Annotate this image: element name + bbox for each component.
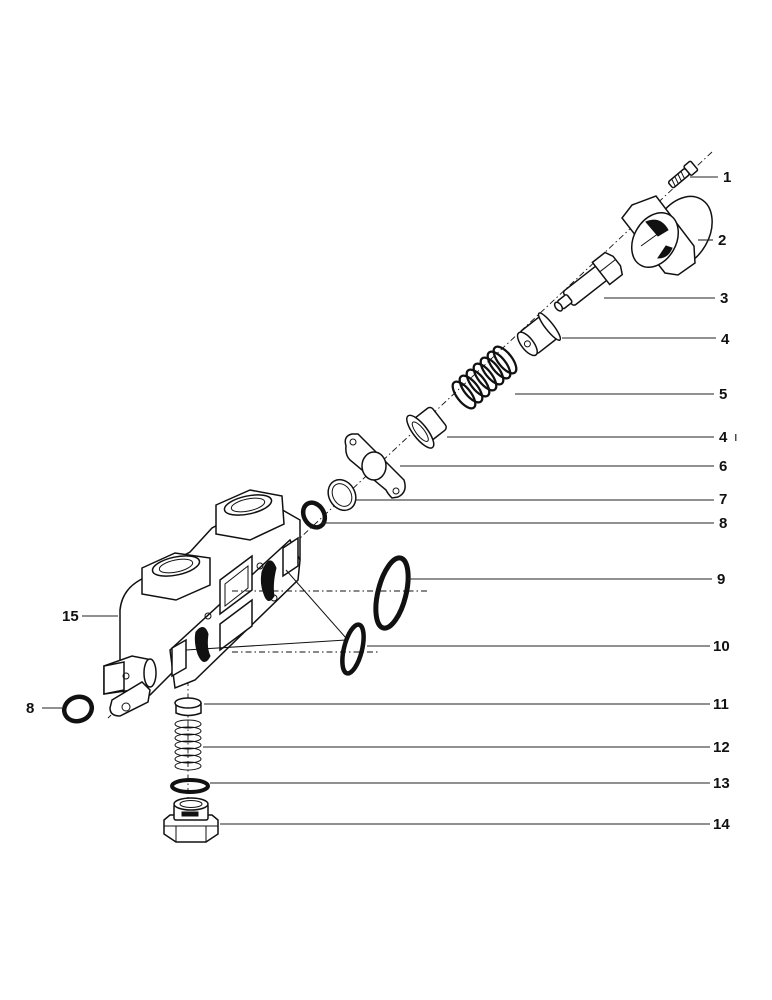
part-1-screw — [667, 160, 699, 189]
part-8-o-ring-left — [61, 694, 95, 724]
callout-2: 2 — [718, 232, 727, 249]
callout-1: 1 — [723, 169, 732, 186]
part-12-spring — [174, 719, 202, 771]
leader-lines — [42, 176, 718, 825]
part-8-o-ring-upper — [300, 500, 328, 530]
callout-11: 11 — [713, 696, 729, 713]
callout-8-left: 8 — [26, 700, 35, 717]
callout-8-upper: 8 — [719, 515, 728, 532]
part-11-plug-disc — [174, 697, 202, 717]
part-4-spring-seat-upper — [516, 312, 562, 357]
callout-15: 15 — [62, 608, 79, 625]
callout-9: 9 — [717, 571, 726, 588]
part-10-o-ring — [340, 622, 366, 676]
part-3-adjusting-screw — [553, 251, 624, 312]
part-9-o-ring-large — [373, 555, 411, 631]
callout-7: 7 — [719, 491, 728, 508]
part-14-plug-nut — [163, 797, 219, 843]
callout-14: 14 — [713, 816, 730, 833]
callout-3: 3 — [720, 290, 729, 307]
part-6-retainer-plate — [344, 433, 406, 499]
part-4-spring-seat-lower — [406, 406, 447, 449]
callout-10: 10 — [713, 638, 730, 655]
part-7-washer — [327, 478, 357, 512]
part-2-cap-housing — [621, 195, 713, 276]
part-5-spring — [451, 345, 518, 410]
callout-13: 13 — [713, 775, 730, 792]
callout-12: 12 — [713, 739, 730, 756]
part-13-o-ring — [170, 778, 210, 794]
callout-4-lower: 4 — [719, 429, 728, 446]
callout-4-upper: 4 — [721, 331, 730, 348]
stray-mark: ı — [734, 429, 738, 444]
callout-5: 5 — [719, 386, 728, 403]
callout-6: 6 — [719, 458, 728, 475]
part-15-valve-body — [103, 489, 301, 717]
